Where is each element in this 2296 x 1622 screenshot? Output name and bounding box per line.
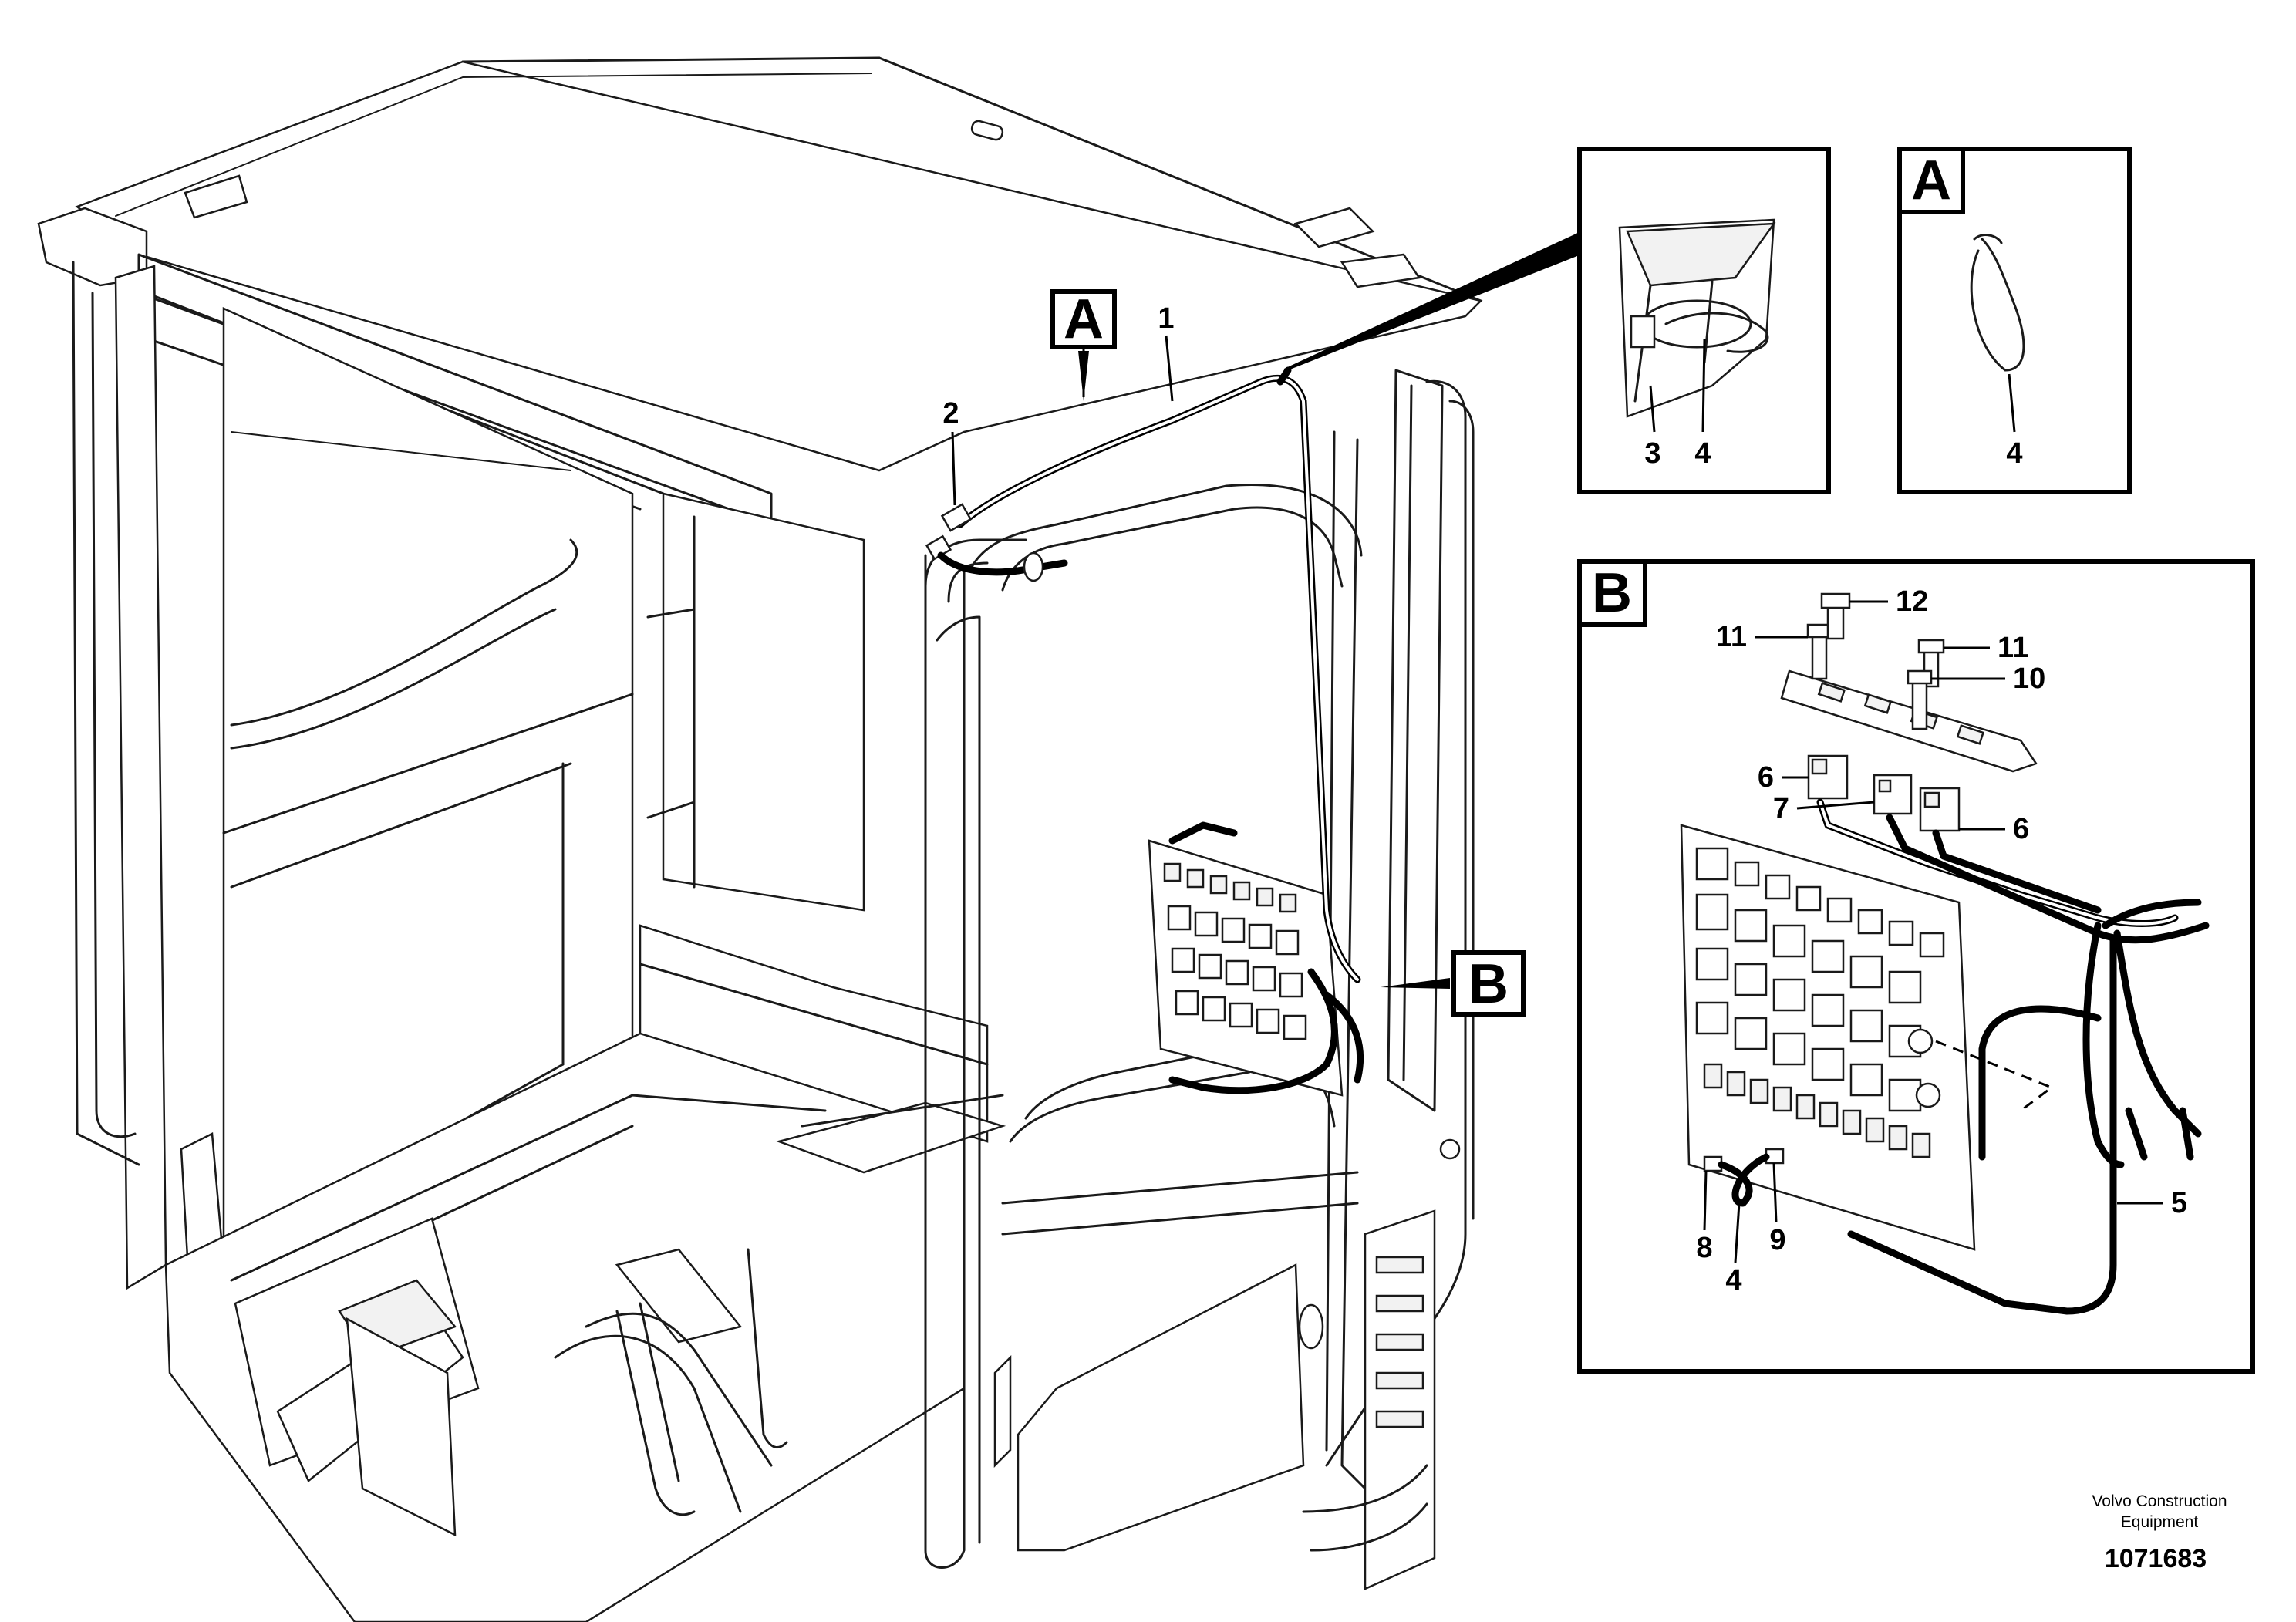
callout-2: 2 <box>942 397 959 506</box>
b-callout-11-left: 11 <box>1716 621 1747 653</box>
main-relay-board <box>1148 821 1364 1097</box>
b-callouts: 12 11 11 10 6 7 6 5 8 9 4 <box>1696 585 2187 1297</box>
b-relay-6-right <box>1919 787 1961 832</box>
b-fuse-11-left <box>1806 623 1832 680</box>
detail-a2-callout-4: 4 <box>2006 437 2022 470</box>
b-fuse-10 <box>1907 669 1933 730</box>
view-tag-b-main-text: B <box>1468 953 1509 1015</box>
harness-1 <box>925 366 1361 983</box>
callout-2-text: 2 <box>942 397 959 430</box>
document-number: 1071683 <box>2105 1544 2207 1573</box>
view-tag-a-main: A <box>1050 288 1117 401</box>
view-tag-a-detail-text: A <box>1911 150 1951 211</box>
detail-a-panel: 3 4 <box>1577 147 1831 494</box>
view-tag-b-detail-text: B <box>1592 562 1632 624</box>
b-callout-11-right: 11 <box>1998 632 2028 664</box>
b-callout-10: 10 <box>2013 663 2045 695</box>
b-callout-4: 4 <box>1725 1264 1741 1297</box>
detail-a-callout-4: 4 <box>1694 437 1711 470</box>
credit-line-1: Volvo Construction <box>2092 1492 2227 1510</box>
view-tag-a-main-text: A <box>1064 288 1104 350</box>
view-tag-b-main: B <box>1381 950 1526 1017</box>
cab-frame <box>37 56 1483 1622</box>
main-relay-grid <box>1163 862 1307 1040</box>
b-callout-6-left: 6 <box>1758 761 1774 794</box>
detail-a2-panel: A 4 <box>1897 147 2132 494</box>
credit-line-2: Equipment <box>2121 1513 2199 1531</box>
b-relay-board <box>1680 824 1976 1251</box>
b-callout-5: 5 <box>2171 1187 2187 1219</box>
b-callout-8: 8 <box>1696 1232 1712 1264</box>
b-callout-6-right: 6 <box>2013 813 2029 845</box>
publisher-credit: Volvo Construction Equipment 1071683 <box>2092 1492 2227 1573</box>
b-relay-6-left <box>1807 754 1849 800</box>
detail-b-panel: B <box>1577 559 2255 1374</box>
b-fuse-12 <box>1820 592 1851 640</box>
b-relay-7 <box>1873 774 1913 815</box>
detail-a-pointer <box>1284 231 1581 372</box>
callout-1: 1 <box>1158 302 1175 402</box>
detail-a-callout-3: 3 <box>1644 437 1660 470</box>
callout-1-text: 1 <box>1158 302 1174 335</box>
b-callout-9: 9 <box>1769 1224 1785 1256</box>
b-callout-12: 12 <box>1896 585 1928 618</box>
b-callout-7: 7 <box>1773 792 1789 824</box>
